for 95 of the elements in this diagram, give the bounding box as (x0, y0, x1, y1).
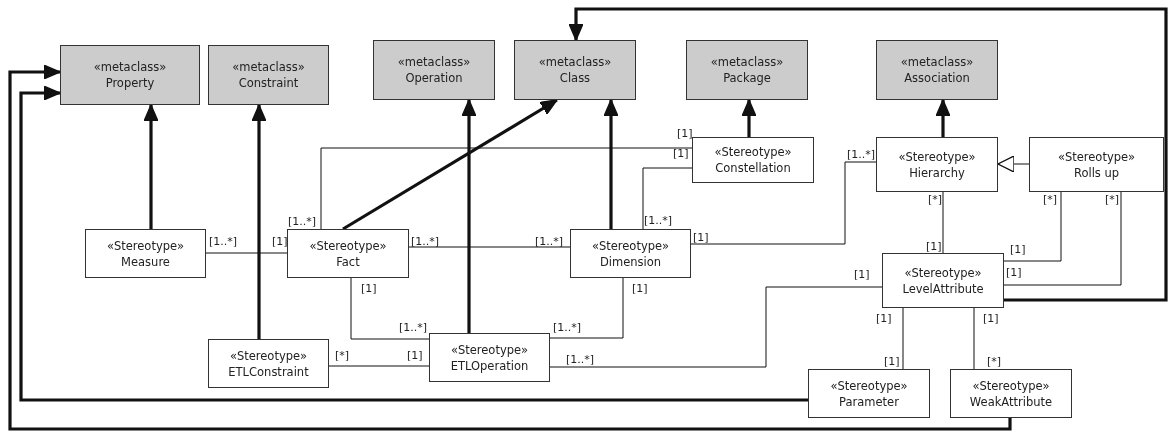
stereotype-box (287, 229, 409, 278)
stereotype-box (1029, 137, 1164, 192)
multiplicity-label: [1] (632, 283, 648, 295)
arrow (19, 85, 808, 402)
arrow (603, 99, 619, 229)
multiplicity-label: [1..*] (288, 216, 317, 228)
class-name: LevelAttribute (902, 280, 984, 297)
class-name: Measure (121, 253, 170, 270)
metaclass-box (208, 45, 329, 105)
multiplicity-label: [1] (272, 236, 288, 248)
multiplicity-label: [1..*] (553, 322, 582, 334)
class-name: Class (559, 70, 591, 86)
metaclass-box (876, 40, 998, 100)
multiplicity-label: [1] (926, 241, 942, 253)
stereotype-label: «metaclass» (232, 59, 305, 75)
multiplicity-label: [1..*] (847, 149, 876, 161)
multiplicity-label: [1] (854, 269, 870, 281)
metaclass-box (60, 45, 200, 105)
class-name: Association (904, 70, 970, 86)
multiplicity-label: [1] (673, 148, 689, 160)
stereotype-label: «Stereotype» (229, 347, 308, 364)
multiplicity-label: [1] (884, 356, 900, 368)
arrow (143, 104, 159, 229)
multiplicity-label: [*] (335, 350, 350, 362)
multiplicity-label: [1] (876, 313, 892, 325)
class-name: WeakAttribute (969, 393, 1053, 410)
stereotype-label: «metaclass» (710, 54, 784, 70)
class-name: Constraint (238, 75, 299, 91)
stereotype-label: «Stereotype» (972, 377, 1050, 394)
association-line (408, 246, 571, 248)
class-name: Fact (336, 253, 360, 270)
stereotype-label: «metaclass» (538, 54, 612, 70)
metaclass-box (514, 40, 636, 100)
class-name: ETLConstraint (228, 363, 309, 380)
multiplicity-label: [*] (928, 194, 943, 206)
stereotype-box (570, 229, 691, 278)
stereotype-box (950, 369, 1072, 418)
multiplicity-label: [1] (1006, 267, 1022, 279)
association-line (1003, 191, 1122, 286)
class-name: Rolls up (1073, 164, 1120, 181)
stereotype-label: «Stereotype» (714, 144, 792, 160)
multiplicity-label: [1] (407, 350, 423, 362)
metaclass-box (686, 40, 808, 100)
multiplicity-label: [1..*] (644, 215, 673, 227)
stereotype-label: «metaclass» (900, 54, 974, 70)
class-name: Dimension (599, 253, 662, 270)
metaclass-box (373, 40, 495, 100)
multiplicity-label: [*] (1105, 194, 1120, 206)
multiplicity-label: [1..*] (209, 236, 238, 248)
multiplicity-label: [1..*] (411, 236, 440, 248)
class-name: Parameter (839, 393, 899, 410)
multiplicity-label: [1..*] (399, 322, 428, 334)
class-name: Constellation (715, 160, 791, 176)
multiplicity-label: [*] (1043, 194, 1058, 206)
multiplicity-label: [1] (983, 313, 999, 325)
association-line (328, 365, 430, 367)
class-name: Package (723, 70, 771, 86)
stereotype-box (808, 369, 930, 418)
stereotype-box (882, 253, 1004, 308)
stereotype-box (208, 339, 329, 388)
stereotype-label: «Stereotype» (904, 264, 982, 281)
multiplicity-label: [1] (1010, 244, 1026, 256)
stereotype-label: «metaclass» (93, 59, 167, 75)
arrow (251, 104, 267, 339)
stereotype-label: «Stereotype» (591, 237, 670, 254)
arrow (935, 99, 951, 137)
arrow (568, 7, 1168, 302)
arrow (997, 155, 1030, 173)
multiplicity-label: [1] (693, 232, 709, 244)
stereotype-box (85, 229, 206, 278)
stereotype-box (692, 137, 814, 183)
stereotype-label: «Stereotype» (830, 377, 908, 394)
class-name: ETLOperation (450, 357, 529, 374)
stereotype-label: «Stereotype» (309, 237, 387, 254)
class-name: Hierarchy (909, 164, 965, 181)
multiplicity-label: [1] (677, 128, 693, 140)
multiplicity-label: [1..*] (566, 354, 595, 366)
stereotype-label: «Stereotype» (106, 237, 185, 254)
multiplicity-label: [1] (361, 283, 377, 295)
arrow (342, 98, 558, 231)
association-line (942, 191, 944, 254)
class-name: Property (105, 75, 155, 91)
stereotype-label: «Stereotype» (1057, 148, 1136, 165)
class-name: Operation (405, 70, 463, 86)
stereotype-label: «Stereotype» (450, 341, 529, 358)
association-line (1003, 191, 1062, 262)
stereotype-box (429, 333, 550, 382)
stereotype-box (876, 137, 998, 192)
arrow (741, 99, 757, 137)
association-line (690, 161, 877, 245)
stereotype-label: «Stereotype» (898, 148, 976, 165)
arrow (461, 99, 477, 333)
multiplicity-label: [1..*] (535, 236, 564, 248)
arrow (8, 64, 1012, 431)
stereotype-label: «metaclass» (397, 54, 471, 70)
